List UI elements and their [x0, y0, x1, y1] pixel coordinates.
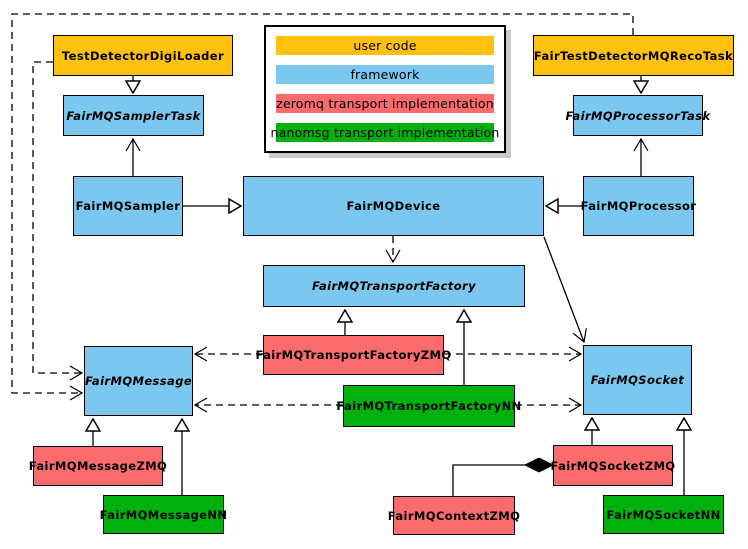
node-fairmqsampler: FairMQSampler — [73, 176, 183, 236]
node-fairmqdevice: FairMQDevice — [243, 176, 544, 236]
node-fairmqtransportfactorynn: FairMQTransportFactoryNN — [336, 385, 521, 427]
node-fairmqsamplertask: FairMQSamplerTask — [63, 95, 204, 136]
legend-item-framework: framework — [276, 65, 494, 84]
composition-diamond-icon — [523, 457, 555, 473]
node-fairmqtransportfactoryzmq: FairMQTransportFactoryZMQ — [256, 335, 451, 375]
node-fairtestdetectormqrecotask: FairTestDetectorMQRecoTask — [533, 35, 734, 76]
node-fairmqmessage: FairMQMessage — [84, 346, 193, 416]
node-fairmqsocketzmq: FairMQSocketZMQ — [551, 445, 675, 486]
legend: user code framework zeromq transport imp… — [264, 25, 506, 153]
node-fairmqtransportfactory: FairMQTransportFactory — [263, 265, 525, 307]
node-fairmqprocessor: FairMQProcessor — [581, 176, 696, 236]
node-testdetectordigiloader: TestDetectorDigiLoader — [53, 35, 233, 76]
edge-device-socket — [543, 236, 584, 342]
edge-contextzmq-socketzmq — [452, 464, 525, 496]
node-fairmqmessagezmq: FairMQMessageZMQ — [29, 446, 167, 486]
legend-item-user-code: user code — [276, 36, 494, 55]
node-fairmqmessagenn: FairMQMessageNN — [100, 495, 227, 534]
legend-item-zeromq: zeromq transport implementation — [276, 94, 494, 113]
legend-item-nanomsg: nanomsg transport implementation — [270, 123, 500, 142]
node-fairmqcontextzmq: FairMQContextZMQ — [388, 496, 520, 535]
node-fairmqprocessortask: FairMQProcessorTask — [566, 95, 710, 136]
node-fairmqsocketnn: FairMQSocketNN — [603, 495, 724, 534]
node-fairmqsocket: FairMQSocket — [583, 345, 692, 415]
